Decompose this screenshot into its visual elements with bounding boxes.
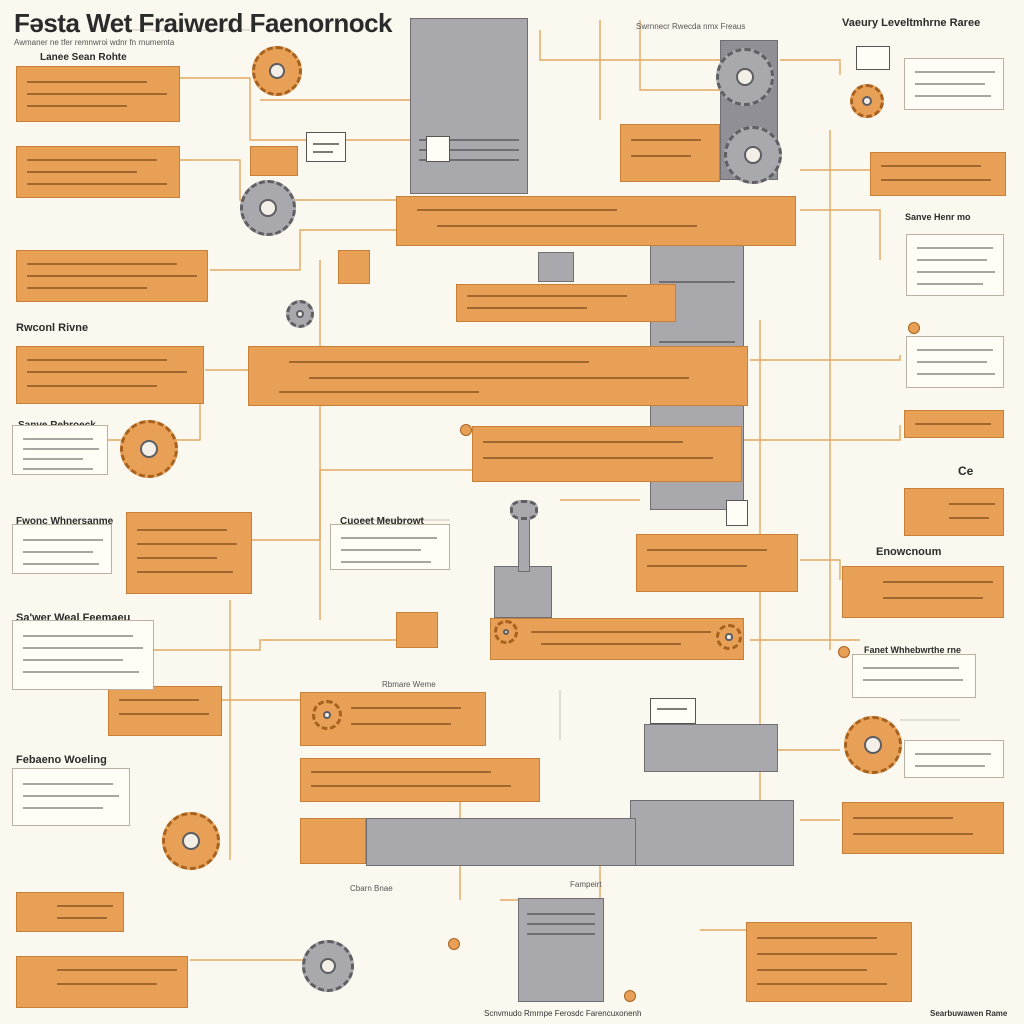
process-block-small	[396, 612, 438, 648]
panel-right-5	[842, 802, 1004, 854]
monitor-icon	[426, 136, 450, 162]
connector-node	[838, 646, 850, 658]
gauge-icon	[312, 700, 342, 730]
motor-icon	[162, 812, 220, 870]
machine-pipe-lower	[366, 818, 636, 866]
panel-left-4	[16, 346, 204, 404]
note-left-1	[12, 425, 108, 475]
pipe-valve-icon	[510, 500, 538, 520]
connector-node	[908, 322, 920, 334]
gear-icon	[252, 46, 302, 96]
panel-left-2	[16, 146, 180, 198]
process-block-left	[250, 146, 298, 176]
monitor-icon	[856, 46, 890, 70]
section-heading-cord: Cbarn Bnae	[350, 884, 393, 893]
process-bar-1	[396, 196, 796, 246]
connector-node	[448, 938, 460, 950]
connector-node	[624, 990, 636, 1002]
note-right-2	[906, 234, 1004, 296]
machine-cabinet-top	[410, 18, 528, 194]
gear-icon	[240, 180, 296, 236]
panel-right-3	[904, 488, 1004, 536]
section-heading-flowanac: Fwonc Whnersanme	[16, 516, 114, 527]
footer-center-caption: Scnvmudo Rmrnpe Ferosdc Farencuxonenh	[484, 1009, 642, 1018]
gear-icon	[724, 126, 782, 184]
gauge-icon	[494, 620, 518, 644]
page-title: Fəsta Wet Fraiwerd Faenornock	[14, 8, 393, 38]
process-block-top	[620, 124, 720, 182]
gauge-icon	[850, 84, 884, 118]
panel-left-5	[126, 512, 252, 594]
monitor-icon	[726, 500, 748, 526]
signal-lines	[130, 29, 960, 740]
section-heading-control-rule: Rwconl Rivne	[16, 322, 89, 334]
note-left-3	[12, 768, 130, 826]
gear-icon	[120, 420, 178, 478]
note-right-3	[906, 336, 1004, 388]
process-block-lower	[300, 818, 366, 864]
section-heading-fanst: Fanet Whhebwrthe rne	[864, 645, 962, 655]
section-heading-sample-hands: Sanve Henr mo	[905, 212, 971, 222]
note-right-5	[904, 740, 1004, 778]
gauge-icon	[286, 300, 314, 328]
machine-unit-lower	[644, 724, 778, 772]
process-block-tiny	[338, 250, 370, 284]
note-left-2	[12, 620, 154, 690]
machine-base-lower	[630, 800, 794, 866]
panel-left-8	[16, 956, 188, 1008]
section-heading-ce: Ce	[958, 464, 974, 478]
motor-icon	[302, 940, 354, 992]
connector-node	[460, 424, 472, 436]
process-bar-5	[636, 534, 798, 592]
machine-small-box	[538, 252, 574, 282]
section-heading-encdw: Enowcnoum	[876, 546, 942, 558]
section-heading-top-right: Vaeury Leveltmhrne Raree	[842, 17, 981, 29]
panel-left-6	[108, 686, 222, 736]
process-bar-6	[490, 618, 744, 660]
note-center-1	[330, 524, 450, 570]
panel-left-7	[16, 892, 124, 932]
panel-right-2	[904, 410, 1004, 438]
process-bar-8	[300, 758, 540, 802]
machine-cabinet-bottom	[518, 898, 604, 1002]
gear-icon	[844, 716, 902, 774]
page-subtitle: Awmaner ne tfer remnwroi wdnr fn rnumemt…	[14, 38, 175, 47]
section-heading-used-scan: Lanee Sean Rohte	[40, 52, 127, 63]
monitor-icon	[306, 132, 346, 162]
process-bar-4	[472, 426, 742, 482]
panel-right-6	[746, 922, 912, 1002]
footer-right-caption: Searbuwawen Rame	[930, 1009, 1008, 1018]
note-right-1	[904, 58, 1004, 110]
panel-right-1	[870, 152, 1006, 196]
gauge-icon	[716, 624, 742, 650]
pipe-valve-icon	[518, 512, 530, 572]
monitor-icon	[650, 698, 696, 724]
panel-left-1	[16, 66, 180, 122]
machine-housing-mid	[494, 566, 552, 618]
section-heading-bottom-left: Febaeno Woeling	[16, 754, 107, 766]
section-heading-top-center: Swrnnecr Rwecda nmx Freaus	[636, 22, 746, 31]
section-heading-bottom-center: Fampeirt	[570, 880, 602, 889]
note-left-4	[12, 524, 112, 574]
panel-left-3	[16, 250, 208, 302]
gear-icon	[716, 48, 774, 106]
panel-right-4	[842, 566, 1004, 618]
process-bar-2	[456, 284, 676, 322]
process-bar-3	[248, 346, 748, 406]
section-heading-rbamp: Rbmare Weme	[382, 680, 436, 689]
note-right-4	[852, 654, 976, 698]
section-heading-connect: Cuoeet Meubrowt	[340, 516, 424, 527]
